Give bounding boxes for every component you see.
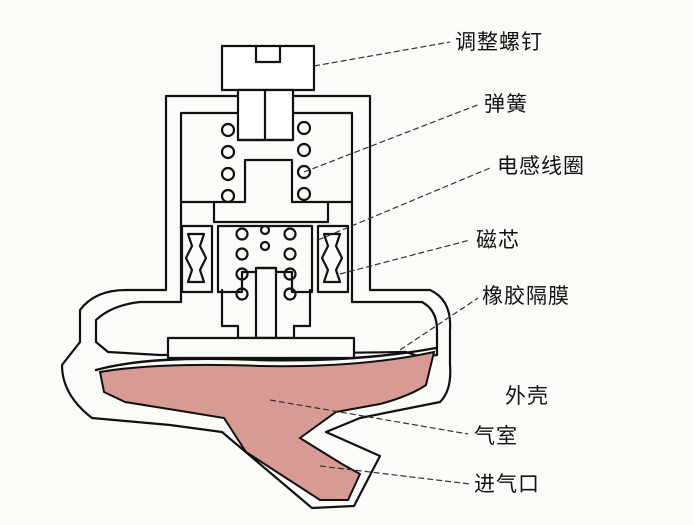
label-gas-inlet: 进气口 xyxy=(474,472,540,496)
lower-spring xyxy=(235,224,297,301)
label-rubber-diaphragm: 橡胶隔膜 xyxy=(482,284,570,308)
base-plate xyxy=(166,336,356,360)
gas-chamber xyxy=(98,350,436,501)
leader-spring xyxy=(303,103,481,173)
central-stem xyxy=(254,266,278,340)
leader-inductor-coil xyxy=(317,167,491,241)
label-gas-chamber: 气室 xyxy=(474,424,518,448)
left-inductor-coil xyxy=(180,224,214,294)
leader-gas-chamber xyxy=(269,399,469,435)
magnetic-core xyxy=(216,224,314,294)
label-adjust-screw: 调整螺钉 xyxy=(455,30,543,54)
leader-magnetic-core xyxy=(339,239,471,275)
rubber-diaphragm xyxy=(94,346,438,372)
outer-shell-outline xyxy=(60,94,452,510)
label-inductor-coil: 电感线圈 xyxy=(497,154,585,178)
leader-rubber-diaphragm xyxy=(399,297,479,351)
leader-adjust-screw xyxy=(313,41,451,67)
label-spring: 弹簧 xyxy=(484,92,528,116)
label-shell: 外壳 xyxy=(505,384,549,408)
leader-gas-inlet xyxy=(319,465,471,485)
right-inductor-coil xyxy=(316,224,350,294)
spring-seat xyxy=(212,158,330,224)
label-magnetic-core: 磁芯 xyxy=(476,228,520,252)
screw-head xyxy=(220,44,316,92)
